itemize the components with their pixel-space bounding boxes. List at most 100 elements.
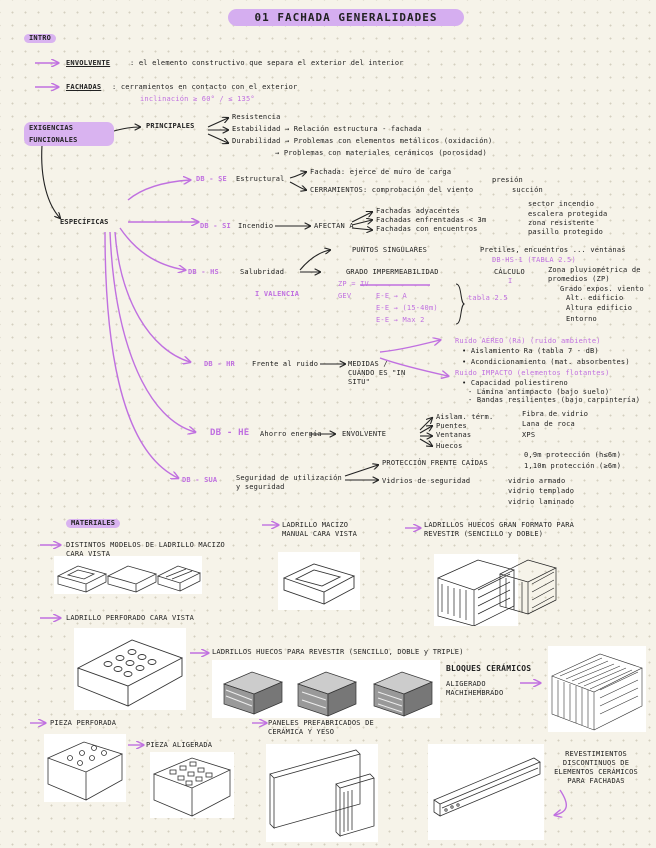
db-se-label: DB - SE (196, 175, 227, 183)
db-hr-impacto-1: • Capacidad poliestireno (462, 379, 568, 387)
db-si-right-2: escalera protegida (528, 210, 608, 218)
db-he-item-4: Huecos (436, 442, 463, 450)
db-he-envolvente: ENVOLVENTE (342, 430, 387, 438)
principales-label: PRINCIPALES (146, 122, 195, 130)
material-8-label: PIEZA ALIGERADA (146, 741, 213, 749)
db-he-right-2: Lana de roca (522, 420, 575, 428)
material-1-label: DISTINTOS MODELOS DE LADRILLO MACIZO CAR… (66, 541, 225, 558)
db-si-item-3: Fachadas con encuentros (376, 225, 478, 233)
db-hr-aislamiento: • Aislamiento Ra (tabla 7 - dB) (462, 347, 599, 355)
db-sua-vid-1: vidrio armado (508, 477, 566, 485)
material-10-label: REVESTIMIENTOS DISCONTINUOS DE ELEMENTOS… (554, 750, 638, 785)
db-hs-alt-2: Altura edificio (566, 304, 633, 312)
db-hs-calculo: CÁLCULO (494, 268, 525, 276)
db-hr-aereo: Ruido AÉREO (Ra) (ruido ambiente) (455, 337, 601, 345)
db-hs-valencia: I VALENCIA (255, 290, 300, 298)
db-hs-tabla25: tabla 2.5 (468, 294, 508, 302)
db-hs-opt-2: E-E → (15-40m) (376, 304, 438, 312)
db-hs-opt-3: E-E → Max 2 (376, 316, 425, 324)
material-5-label: LADRILLOS HUECOS PARA REVESTIR (SENCILLO… (212, 648, 464, 656)
db-hs-label: DB - HS (188, 268, 219, 276)
db-sua-label: DB - SUA (182, 476, 218, 484)
db-hs-zona: Zona pluviométrica de promedios (ZP) (548, 266, 641, 283)
db-si-label: DB - SI (200, 222, 231, 230)
black-arrows (41, 118, 432, 480)
ladrillo-macizo-sketches (54, 556, 202, 594)
db-hs-alt-1: Alt. edificio (566, 294, 624, 302)
db-se-cerramientos: CERRAMIENTOS: comprobación del viento (310, 186, 474, 194)
envolvente-term: ENVOLVENTE (66, 59, 111, 67)
db-he-item-1: Aislam. térm. (436, 413, 494, 421)
db-hr-impacto: Ruido IMPACTO (elementos flotantes) (455, 369, 610, 377)
ceramicos-item: → Problemas con materiales cerámicos (po… (275, 149, 487, 157)
db-hr-medidas: MEDIDAS / CUÁNDO ES "IN SITU" (348, 360, 406, 386)
db-he-label: DB - HE (210, 428, 250, 438)
db-he-name: Ahorro energía (260, 430, 322, 438)
db-se-fachada: Fachada: ejerce de muro de carga (310, 168, 452, 176)
page-title: 01 FACHADA GENERALIDADES (228, 9, 464, 26)
inclinacion-note: inclinación ≥ 60° / ≤ 135° (140, 95, 255, 103)
db-se-presion: presión (492, 176, 523, 184)
db-sua-vid-3: vidrio laminado (508, 498, 575, 506)
db-sua-prot-1: 0,9m protección (h≤6m) (524, 451, 622, 459)
db-sua-name: Seguridad de utilización y seguridad (236, 474, 342, 491)
db-hr-impacto-3: - Bandas resilientes (bajo carpintería) (468, 396, 641, 404)
material-6-label: BLOQUES CERÁMICOS (446, 664, 532, 673)
db-si-afecta: AFECTAN A (314, 222, 354, 230)
db-si-right-3: zona resistente (528, 219, 595, 227)
db-sua-vidrios: Vidrios de seguridad (382, 477, 471, 485)
db-se-succion: succión (512, 186, 543, 194)
pieza-perforada-sketch (44, 734, 126, 802)
ladrillo-manual-sketch (278, 552, 360, 610)
db-he-item-2: Puentes (436, 422, 467, 430)
db-he-right-1: Fibra de vidrio (522, 410, 589, 418)
material-7-label: PIEZA PERFORADA (50, 719, 117, 727)
db-hr-name: Frente al ruido (252, 360, 319, 368)
especificas-label: ESPECÍFICAS (60, 218, 109, 226)
db-hs-alt-3: Entorno (566, 315, 597, 323)
db-hs-opt-1: E-E → A (376, 292, 407, 300)
material-9-label: PANELES PREFABRICADOS DE CERÁMICA Y YESO (268, 719, 374, 736)
revestimiento-discontinuo-sketch (428, 744, 544, 840)
ladrillo-perforado-sketch (74, 628, 186, 710)
durabilidad-item: Durabilidad → Problemas con elementos me… (232, 137, 493, 145)
material-3-label: LADRILLOS HUECOS GRAN FORMATO PARA REVES… (424, 521, 575, 538)
db-se-name: Estructural (236, 175, 285, 183)
db-si-right-1: sector incendio (528, 200, 595, 208)
material-4-label: LADRILLO PERFORADO CARA VISTA (66, 614, 195, 622)
envolvente-definition: : el elemento constructivo que separa el… (130, 59, 404, 67)
db-si-name: Incendio (238, 222, 274, 230)
db-hs-puntos: PUNTOS SINGULARES (352, 246, 428, 254)
db-hs-tabla: DB-HS-1 (TABLA 2.5) (492, 256, 576, 264)
paneles-prefabricados-sketch (266, 744, 378, 842)
db-si-item-2: Fachadas enfrentadas < 3m (376, 216, 487, 224)
bloque-ceramico-sketch (548, 646, 646, 732)
material-6-sub: ALIGERADO MACHIHEMBRADO (446, 680, 504, 697)
tabla-brace (455, 283, 466, 325)
db-hs-pretiles: Pretiles, encuentros ... ventanas (480, 246, 626, 254)
db-hs-exposicion: Grado expos. viento (560, 285, 644, 293)
db-hs-i-mark: I (508, 277, 513, 285)
db-hs-zp: ZP = IV (338, 280, 369, 288)
db-hr-label: DB - HR (204, 360, 235, 368)
estabilidad-item: Estabilidad → Relación estructura - fach… (232, 125, 422, 133)
db-sua-proteccion: PROTECCIÓN FRENTE CAÍDAS (382, 459, 488, 467)
ladrillo-hueco-doble-sketch (499, 559, 557, 615)
pieza-aligerada-sketch (150, 752, 234, 818)
db-hs-gev: GEV (338, 292, 352, 300)
fachadas-term: FACHADAS (66, 83, 102, 91)
ladrillo-hueco-gran-formato-sketch (434, 554, 518, 626)
intro-heading: INTRO (24, 34, 57, 43)
db-sua-prot-2: 1,10m protección (≥6m) (524, 462, 622, 470)
ladrillos-huecos-revestir-sketch (212, 660, 440, 718)
db-si-right-4: pasillo protegido (528, 228, 604, 236)
material-2-label: LADRILLO MACIZO MANUAL CARA VISTA (282, 521, 358, 538)
db-he-right-3: XPS (522, 431, 536, 439)
exigencias-label: EXIGENCIAS FUNCIONALES (24, 122, 114, 146)
db-hs-grado: GRADO IMPERMEABILIDAD (346, 268, 439, 276)
db-si-item-1: Fachadas adyacentes (376, 207, 460, 215)
db-sua-vid-2: vidrio templado (508, 487, 575, 495)
resistencia-item: Resistencia (232, 113, 281, 121)
